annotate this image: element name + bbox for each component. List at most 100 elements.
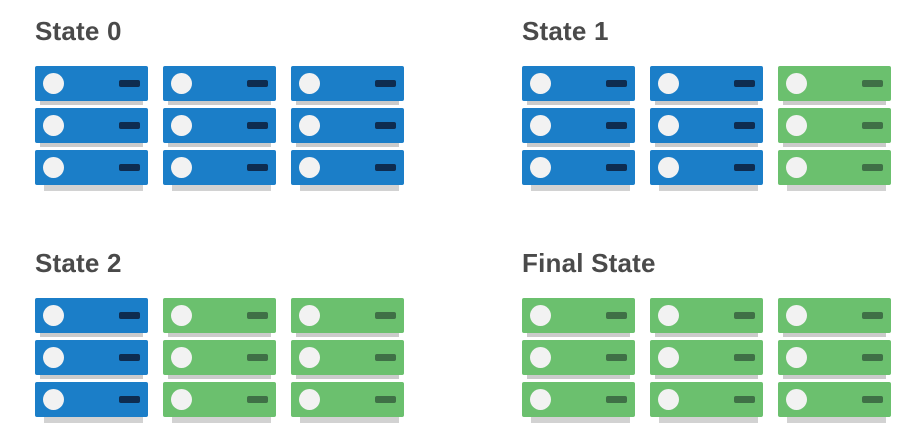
power-led-icon [171,157,192,178]
unit-shadow [527,333,630,337]
server-unit [778,340,891,375]
drive-slot-icon [862,354,883,361]
unit-shadow [296,375,399,379]
server-unit [35,66,148,101]
power-led-icon [658,305,679,326]
unit-shadow [655,101,758,105]
power-led-icon [658,115,679,136]
server-unit [650,150,763,185]
server-unit [291,150,404,185]
server-unit [35,150,148,185]
server-unit [163,298,276,333]
unit-shadow [296,143,399,147]
server-unit [650,340,763,375]
state-title: State 0 [35,16,122,46]
unit-shadow [655,333,758,337]
rack-shadow [172,417,271,423]
server-rack [163,298,276,423]
drive-slot-icon [375,354,396,361]
drive-slot-icon [862,80,883,87]
server-unit [291,298,404,333]
power-led-icon [43,115,64,136]
server-unit [522,150,635,185]
unit-shadow [168,333,271,337]
server-unit [650,382,763,417]
unit-shadow [168,375,271,379]
power-led-icon [171,305,192,326]
unit-shadow [783,375,886,379]
drive-slot-icon [734,396,755,403]
drive-slot-icon [734,312,755,319]
unit-shadow [527,375,630,379]
rack-shadow [659,417,758,423]
state-section: State 1 [522,18,918,191]
server-unit [778,298,891,333]
unit-shadow [527,143,630,147]
server-rack [778,66,891,191]
drive-slot-icon [606,396,627,403]
server-unit [291,382,404,417]
unit-shadow [296,101,399,105]
rack-shadow [44,185,143,191]
drive-slot-icon [734,164,755,171]
state-section: State 0 [35,18,435,191]
server-unit [291,66,404,101]
server-rack [778,298,891,423]
power-led-icon [43,305,64,326]
unit-shadow [40,375,143,379]
server-unit [522,382,635,417]
unit-shadow [783,333,886,337]
server-unit [522,340,635,375]
rack-row [522,298,918,423]
drive-slot-icon [119,164,140,171]
server-unit [163,150,276,185]
drive-slot-icon [119,312,140,319]
power-led-icon [43,389,64,410]
server-rack [291,66,404,191]
drive-slot-icon [375,122,396,129]
state-section: Final State [522,250,918,423]
drive-slot-icon [247,122,268,129]
server-unit [35,298,148,333]
drive-slot-icon [375,312,396,319]
unit-shadow [296,333,399,337]
server-unit [522,66,635,101]
power-led-icon [658,389,679,410]
server-unit [35,382,148,417]
server-unit [650,66,763,101]
server-unit [163,382,276,417]
drive-slot-icon [247,164,268,171]
server-rack [35,66,148,191]
power-led-icon [43,73,64,94]
server-unit [650,108,763,143]
drive-slot-icon [862,122,883,129]
unit-shadow [40,101,143,105]
rack-shadow [787,417,886,423]
drive-slot-icon [862,396,883,403]
server-unit [163,66,276,101]
server-unit [778,382,891,417]
power-led-icon [658,347,679,368]
drive-slot-icon [606,122,627,129]
power-led-icon [530,389,551,410]
power-led-icon [299,73,320,94]
power-led-icon [786,115,807,136]
rack-shadow [44,417,143,423]
rack-shadow [531,417,630,423]
rack-row [35,66,435,191]
rack-row [522,66,918,191]
server-unit [163,108,276,143]
power-led-icon [530,115,551,136]
power-led-icon [530,73,551,94]
power-led-icon [171,347,192,368]
unit-shadow [783,143,886,147]
server-unit [163,340,276,375]
server-unit [291,340,404,375]
drive-slot-icon [247,396,268,403]
rack-shadow [531,185,630,191]
server-unit [522,108,635,143]
rack-shadow [787,185,886,191]
rack-row [35,298,435,423]
power-led-icon [171,115,192,136]
drive-slot-icon [119,80,140,87]
